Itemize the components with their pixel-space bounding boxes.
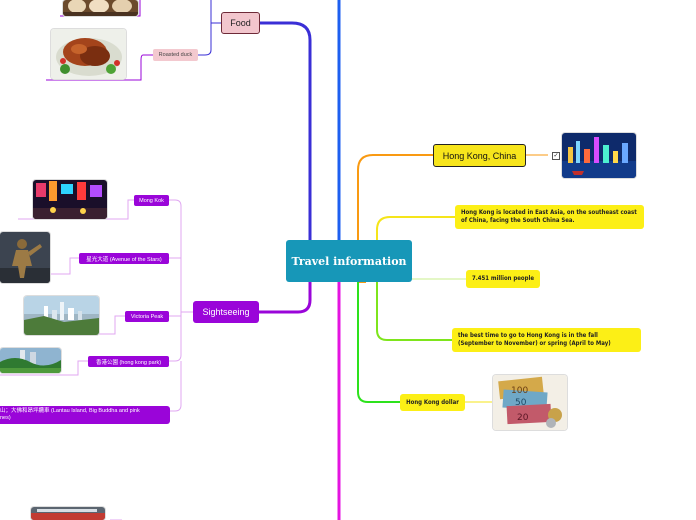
location-label: Hong Kong is located in East Asia, on th… [461,209,638,225]
victoria-peak-label: Victoria Peak [131,314,163,320]
svg-text:50: 50 [515,398,527,408]
avenue-of-stars-photo [0,232,50,283]
roasted-duck-node[interactable]: Roasted duck [153,49,198,61]
food-label: Food [230,18,251,28]
sightseeing-node[interactable]: Sightseeing [193,301,259,323]
central-topic-node[interactable]: Travel information [286,240,412,282]
dim-sum-photo [63,0,138,16]
banknotes-photo: 100 50 20 [493,375,567,430]
central-topic-label: Travel information [291,255,406,268]
avenue-of-stars-label: 星光大道 (Avenue of the Stars) [86,255,161,263]
lantau-island-label: 山；大佛和昂坪纜車 (Lantau Island, Big Buddha and… [0,408,140,422]
victoria-peak-photo [24,296,99,335]
mong-kok-photo [33,180,107,219]
food-node[interactable]: Food [221,12,260,34]
svg-text:100: 100 [511,386,528,396]
checkbox-icon[interactable]: ✓ [552,152,560,160]
sightseeing-label: Sightseeing [202,307,249,317]
lantau-island-node[interactable]: 山；大佛和昂坪纜車 (Lantau Island, Big Buddha and… [0,406,170,424]
hong-kong-china-node[interactable]: Hong Kong, China [433,144,526,167]
best-time-node[interactable]: the best time to go to Hong Kong is in t… [452,328,641,352]
mong-kok-node[interactable]: Mong Kok [134,195,169,206]
victoria-peak-node[interactable]: Victoria Peak [125,311,169,322]
best-time-label: the best time to go to Hong Kong is in t… [458,332,635,348]
svg-text:20: 20 [517,413,529,423]
bottom-photo [31,507,105,520]
location-node[interactable]: Hong Kong is located in East Asia, on th… [455,205,644,229]
population-label: 7.451 million people [472,275,534,283]
hong-kong-park-photo [0,348,61,373]
hong-kong-park-node[interactable]: 香港公園 (hong kong park) [88,356,169,367]
currency-label: Hong Kong dollar [406,399,459,407]
hong-kong-park-label: 香港公園 (hong kong park) [96,358,161,366]
currency-node[interactable]: Hong Kong dollar [400,394,465,411]
avenue-of-stars-node[interactable]: 星光大道 (Avenue of the Stars) [79,253,169,264]
population-node[interactable]: 7.451 million people [466,270,540,288]
hong-kong-skyline-photo [562,133,636,178]
hong-kong-china-label: Hong Kong, China [443,151,517,161]
mong-kok-label: Mong Kok [139,198,164,204]
roasted-duck-label: Roasted duck [159,52,193,58]
roasted-duck-photo [51,29,126,79]
